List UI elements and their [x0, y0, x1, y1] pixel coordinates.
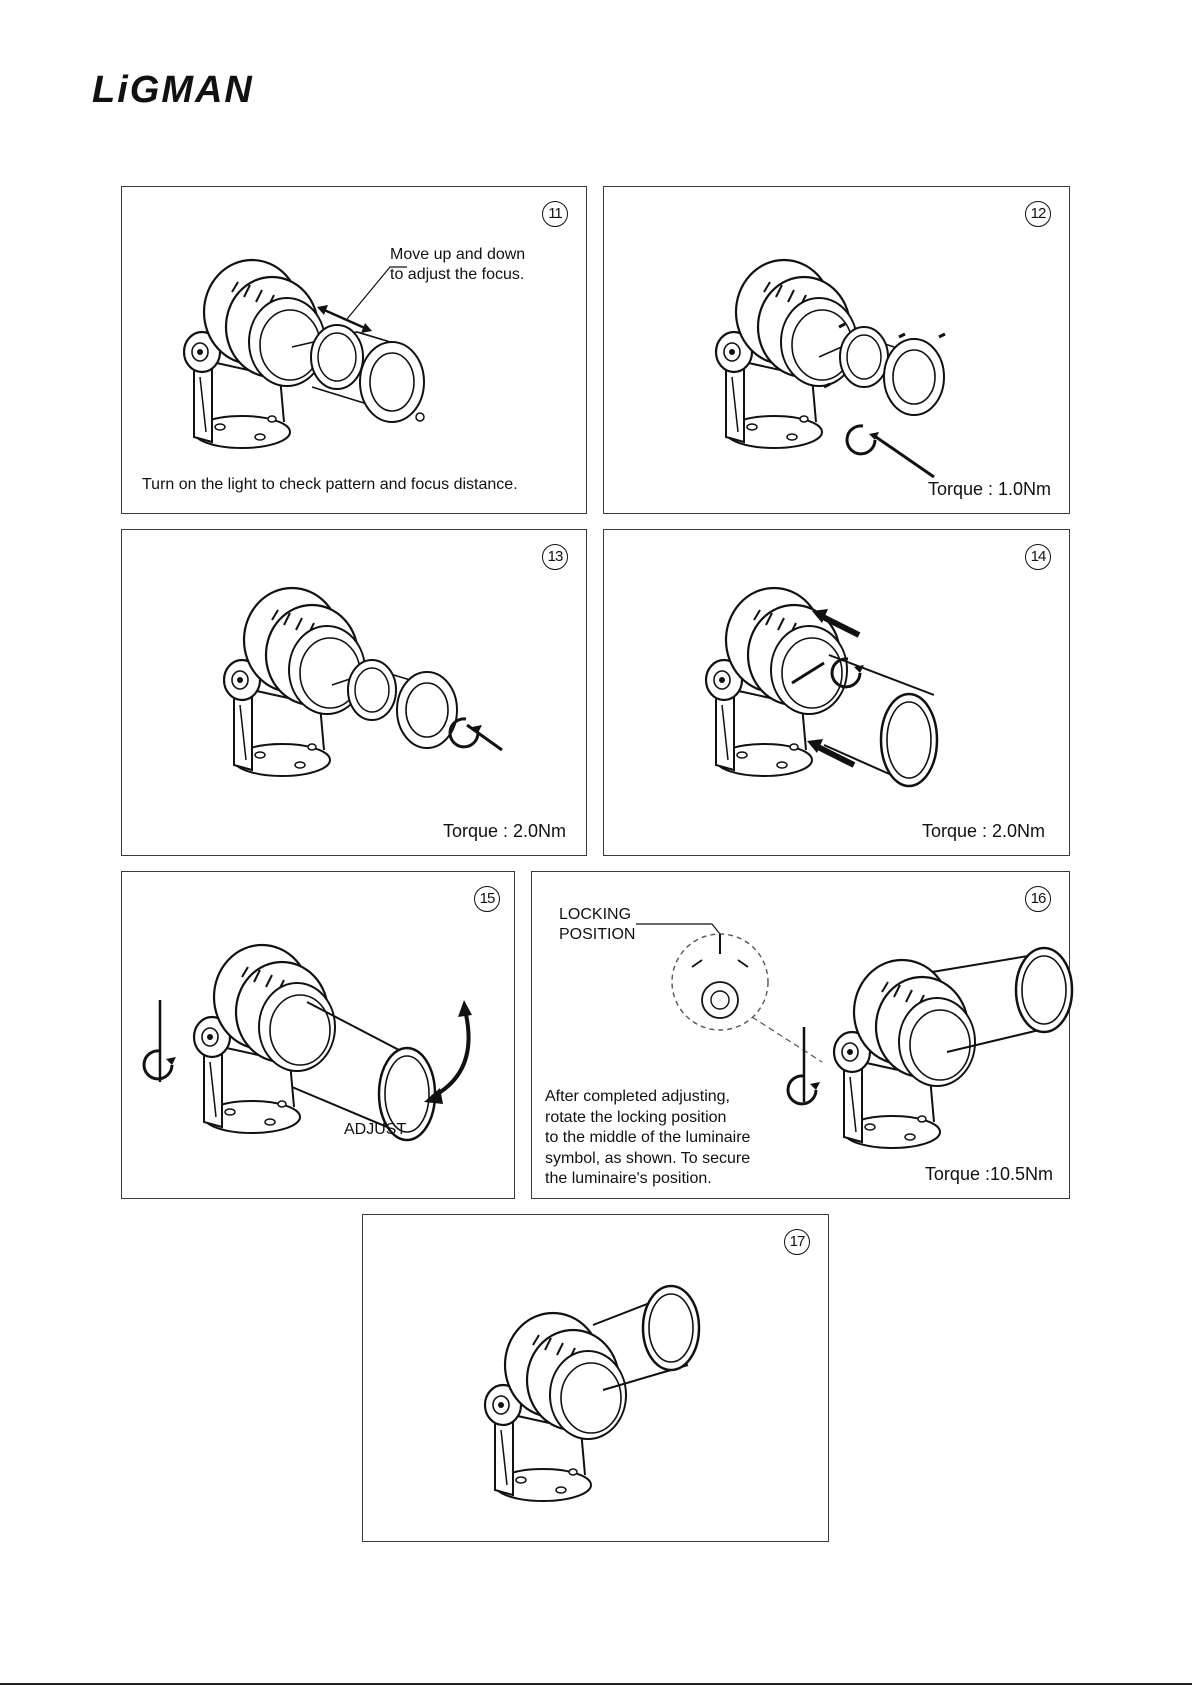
ring-fix-illustration [222, 586, 503, 778]
step-13-panel: 13 Torque : 2.0Nm [121, 529, 587, 856]
adjust-label: ADJUST [344, 1121, 407, 1138]
step-17-panel: 17 [362, 1214, 829, 1542]
step-13-torque: Torque : 2.0Nm [442, 821, 566, 841]
step-number: 11 [542, 201, 568, 227]
step-number: 14 [1025, 544, 1051, 570]
tube-attach-illustration [704, 586, 939, 788]
page-bottom-rule [0, 1683, 1192, 1685]
step-number: 17 [784, 1229, 810, 1255]
step-15-panel: 15 ADJUST [121, 871, 515, 1199]
step-16-panel: 16 LOCKING POSITION After completed adju… [531, 871, 1074, 1199]
locking-position-illustration [636, 923, 1074, 1150]
final-assembly-illustration [483, 1284, 701, 1503]
step-11-panel: 11 Move up and down to adjust the focus.… [121, 186, 587, 514]
screw-tighten-illustration [714, 258, 946, 479]
step-number: 12 [1025, 201, 1051, 227]
locking-position-label: LOCKING POSITION [559, 906, 636, 943]
step-12-torque: Torque : 1.0Nm [927, 479, 1051, 499]
step-14-torque: Torque : 2.0Nm [921, 821, 1045, 841]
step-11-caption: Turn on the light to check pattern and f… [142, 476, 518, 493]
focus-annotation: Move up and down to adjust the focus. [390, 246, 526, 283]
ligman-logo: LiGMAN [92, 66, 308, 110]
adjust-angle-illustration [142, 943, 472, 1142]
focus-adjust-illustration [182, 258, 425, 450]
locking-instruction: After completed adjusting, rotate the lo… [545, 1088, 751, 1187]
step-number: 15 [474, 886, 500, 912]
step-number: 13 [542, 544, 568, 570]
step-16-torque: Torque :10.5Nm [924, 1164, 1053, 1184]
brand-text: LiGMAN [92, 69, 254, 110]
step-number: 16 [1025, 886, 1051, 912]
step-12-panel: 12 Torque : 1.0Nm [603, 186, 1070, 514]
step-14-panel: 14 Torque : 2.0Nm [603, 529, 1070, 856]
